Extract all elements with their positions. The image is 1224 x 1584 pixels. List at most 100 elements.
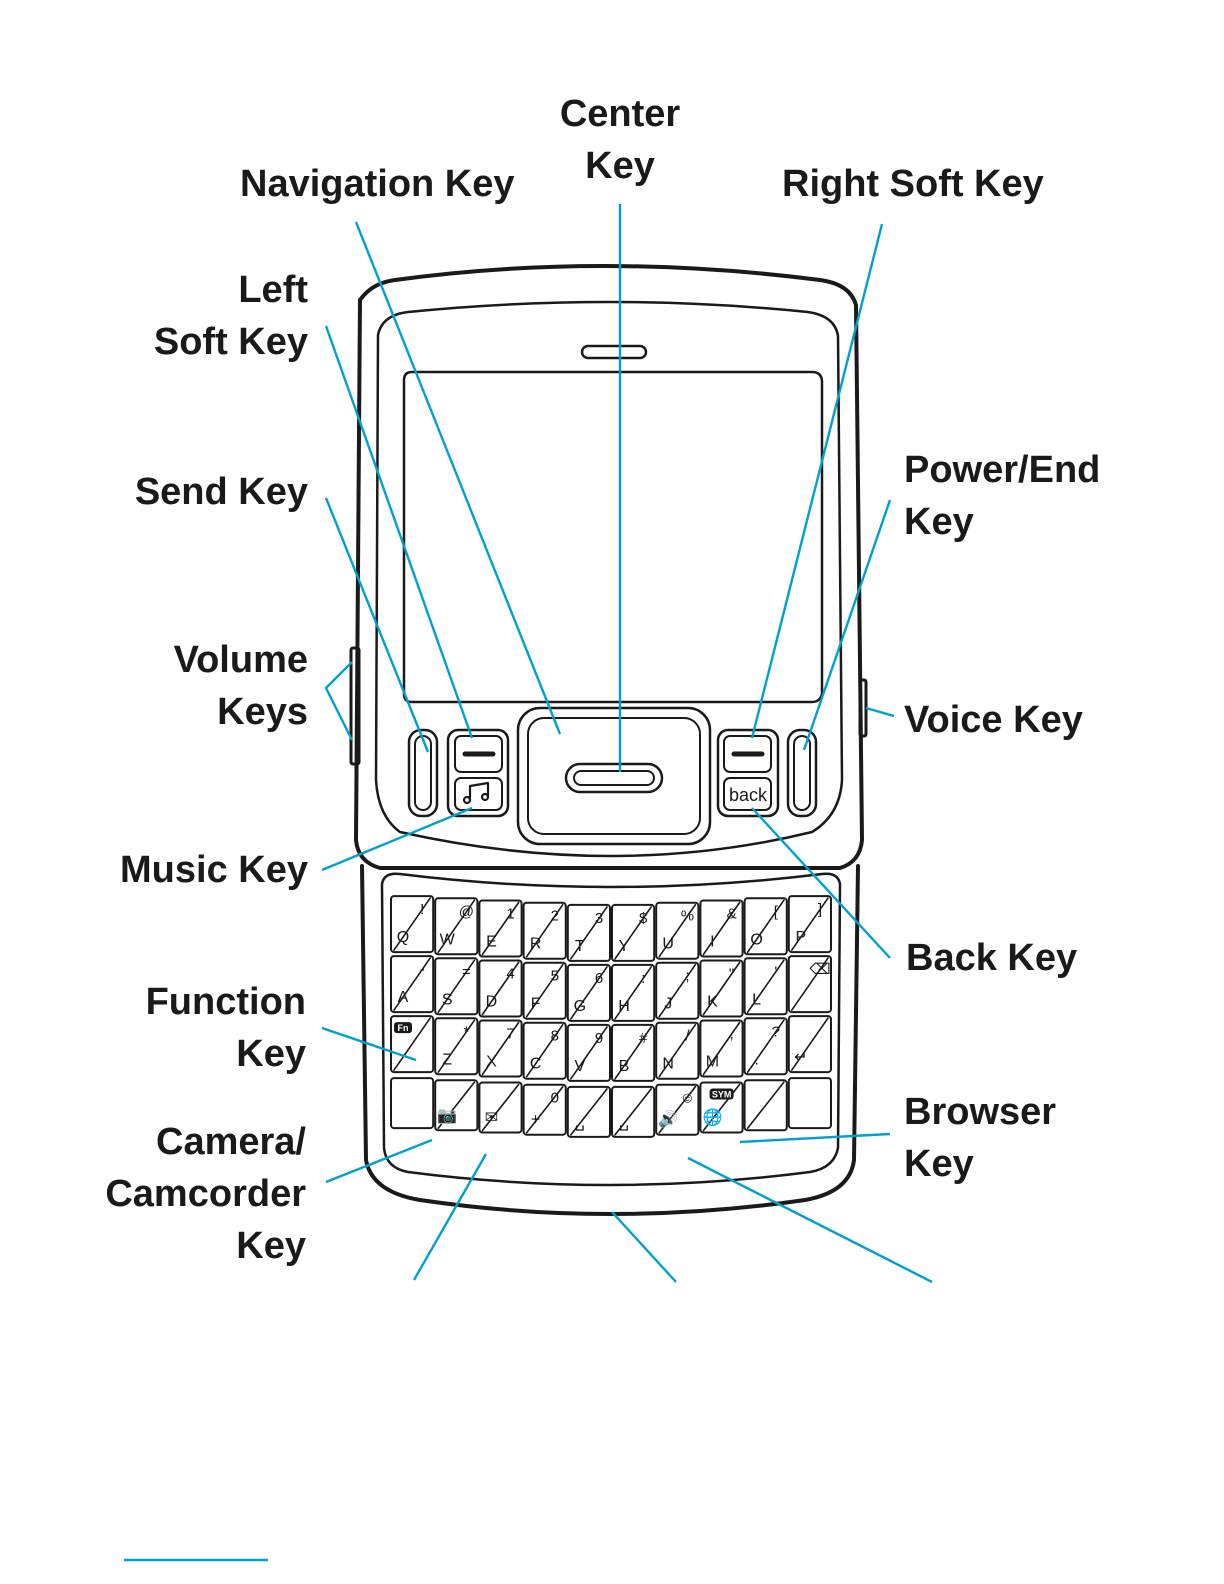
- key-outline: [434, 897, 479, 956]
- volume-keys[interactable]: [349, 646, 361, 766]
- key-alt-char: ": [729, 966, 734, 983]
- key-main-char: A: [398, 989, 409, 1006]
- display-screen[interactable]: [402, 370, 824, 704]
- key-diagonal: [437, 899, 476, 954]
- label-right-soft-key: Right Soft Key: [782, 163, 1044, 205]
- keyboard-key[interactable]: *Z: [434, 1017, 479, 1076]
- label-browser-key-line1: Browser: [904, 1091, 1056, 1133]
- leader-bottom-connector: [611, 1211, 677, 1283]
- key-alt-char: [: [774, 903, 779, 920]
- key-outline: [566, 963, 611, 1022]
- keyboard-key[interactable]: 6G: [566, 963, 611, 1022]
- navigation-key[interactable]: [516, 706, 712, 846]
- key-diagonal: [746, 899, 785, 954]
- music-key[interactable]: [454, 777, 503, 811]
- keyboard-key[interactable]: 8C: [522, 1021, 567, 1080]
- send-key[interactable]: [407, 728, 439, 818]
- keyboard-key[interactable]: ]P: [787, 895, 832, 954]
- key-main-char: +: [531, 1112, 540, 1129]
- keyboard-key[interactable]: [743, 1079, 788, 1132]
- keyboard-key[interactable]: [O: [743, 897, 788, 956]
- keyboard-key[interactable]: -A: [390, 955, 435, 1014]
- key-alt-char: -: [420, 961, 425, 978]
- key-main-char: S: [442, 991, 453, 1008]
- key-main-char: Y: [619, 938, 630, 955]
- label-volume-keys-line2: Keys: [217, 691, 308, 733]
- keyboard-key[interactable]: 📷: [434, 1079, 479, 1132]
- key-outline: [478, 1081, 523, 1134]
- keyboard-key[interactable]: SYM🌐: [699, 1081, 744, 1134]
- key-outline: [522, 1021, 567, 1080]
- keyboard-key[interactable]: ;J: [655, 961, 700, 1020]
- keyboard-key[interactable]: ␣: [566, 1085, 611, 1138]
- key-diagonal: [746, 959, 785, 1014]
- power-end-key[interactable]: [786, 728, 818, 818]
- key-main-char: B: [619, 1058, 630, 1075]
- keyboard-key[interactable]: ✉: [478, 1081, 523, 1134]
- keyboard-key[interactable]: 2R: [522, 901, 567, 960]
- key-outline: [478, 899, 523, 958]
- key-main-char: H: [618, 998, 630, 1015]
- keyboard-key[interactable]: ,M: [699, 1019, 744, 1078]
- keyboard-key[interactable]: =S: [434, 957, 479, 1016]
- voice-key[interactable]: [858, 678, 868, 738]
- keyboard-key[interactable]: "K: [699, 959, 744, 1018]
- keyboard-key[interactable]: /N: [655, 1021, 700, 1080]
- center-key[interactable]: [564, 762, 664, 794]
- keyboard-key[interactable]: 9V: [566, 1023, 611, 1082]
- key-diagonal: [437, 1019, 476, 1074]
- key-outline: [522, 901, 567, 960]
- key-outline: [699, 1019, 744, 1078]
- keyboard-key[interactable]: ␣: [611, 1085, 656, 1138]
- keyboard-key[interactable]: [787, 1077, 832, 1130]
- key-main-char: U: [662, 936, 674, 953]
- key-outline: [611, 963, 656, 1022]
- keyboard-key[interactable]: 0+: [522, 1083, 567, 1136]
- keyboard-key[interactable]: #B: [611, 1023, 656, 1082]
- keyboard-key[interactable]: &I: [699, 899, 744, 958]
- navigation-key-inner: [527, 717, 701, 835]
- label-browser-key-line2: Key: [904, 1143, 974, 1185]
- right-soft-key[interactable]: [723, 735, 772, 773]
- upper-face: [374, 300, 844, 858]
- keyboard-key[interactable]: 7X: [478, 1019, 523, 1078]
- fn-badge-icon: [394, 1022, 412, 1034]
- keyboard-key[interactable]: 1E: [478, 899, 523, 958]
- keyboard-key[interactable]: ↵: [787, 1015, 832, 1074]
- keyboard-key[interactable]: [390, 1077, 435, 1130]
- key-alt-char: ,: [730, 1026, 734, 1043]
- key-diagonal: [393, 1017, 432, 1071]
- keyboard-key[interactable]: :H: [611, 963, 656, 1022]
- keyboard-key[interactable]: 4D: [478, 959, 523, 1018]
- keyboard-key[interactable]: ⌫: [787, 955, 832, 1014]
- label-left-soft-key-line1: Left: [238, 269, 308, 311]
- back-key[interactable]: [723, 777, 772, 811]
- key-diagonal: [614, 966, 653, 1020]
- keyboard-key[interactable]: 3T: [566, 903, 611, 962]
- key-main-char: 📷: [437, 1107, 457, 1124]
- label-center-key-line1: Center: [560, 93, 681, 135]
- keyboard-key[interactable]: 'L: [743, 957, 788, 1016]
- key-diagonal: [569, 1088, 608, 1136]
- keyboard-key[interactable]: ?.: [743, 1017, 788, 1076]
- upper-housing: [354, 264, 864, 870]
- key-alt-char: !: [420, 901, 424, 918]
- key-main-char: 🌐: [702, 1108, 722, 1127]
- key-alt-char: 6: [595, 970, 603, 987]
- leader-message-key: [412, 1153, 488, 1281]
- keyboard-key[interactable]: @W: [434, 897, 479, 956]
- key-diagonal: [481, 1083, 520, 1132]
- key-outline: [434, 957, 479, 1016]
- keyboard-key[interactable]: ☺🔊: [655, 1083, 700, 1136]
- keyboard-key[interactable]: $Y: [611, 903, 656, 962]
- leader-right-soft-key: [750, 223, 884, 739]
- label-camera-key-line2: Camcorder: [105, 1173, 306, 1215]
- power-end-key-inner: [793, 735, 811, 811]
- keyboard-key[interactable]: %U: [655, 901, 700, 960]
- keyboard-key[interactable]: 5F: [522, 961, 567, 1020]
- left-soft-key[interactable]: [454, 735, 503, 773]
- key-alt-char: 1: [506, 906, 514, 923]
- keyboard-key[interactable]: !Q: [390, 895, 435, 954]
- key-diagonal: [569, 906, 608, 960]
- keyboard-key[interactable]: Fn: [390, 1015, 435, 1074]
